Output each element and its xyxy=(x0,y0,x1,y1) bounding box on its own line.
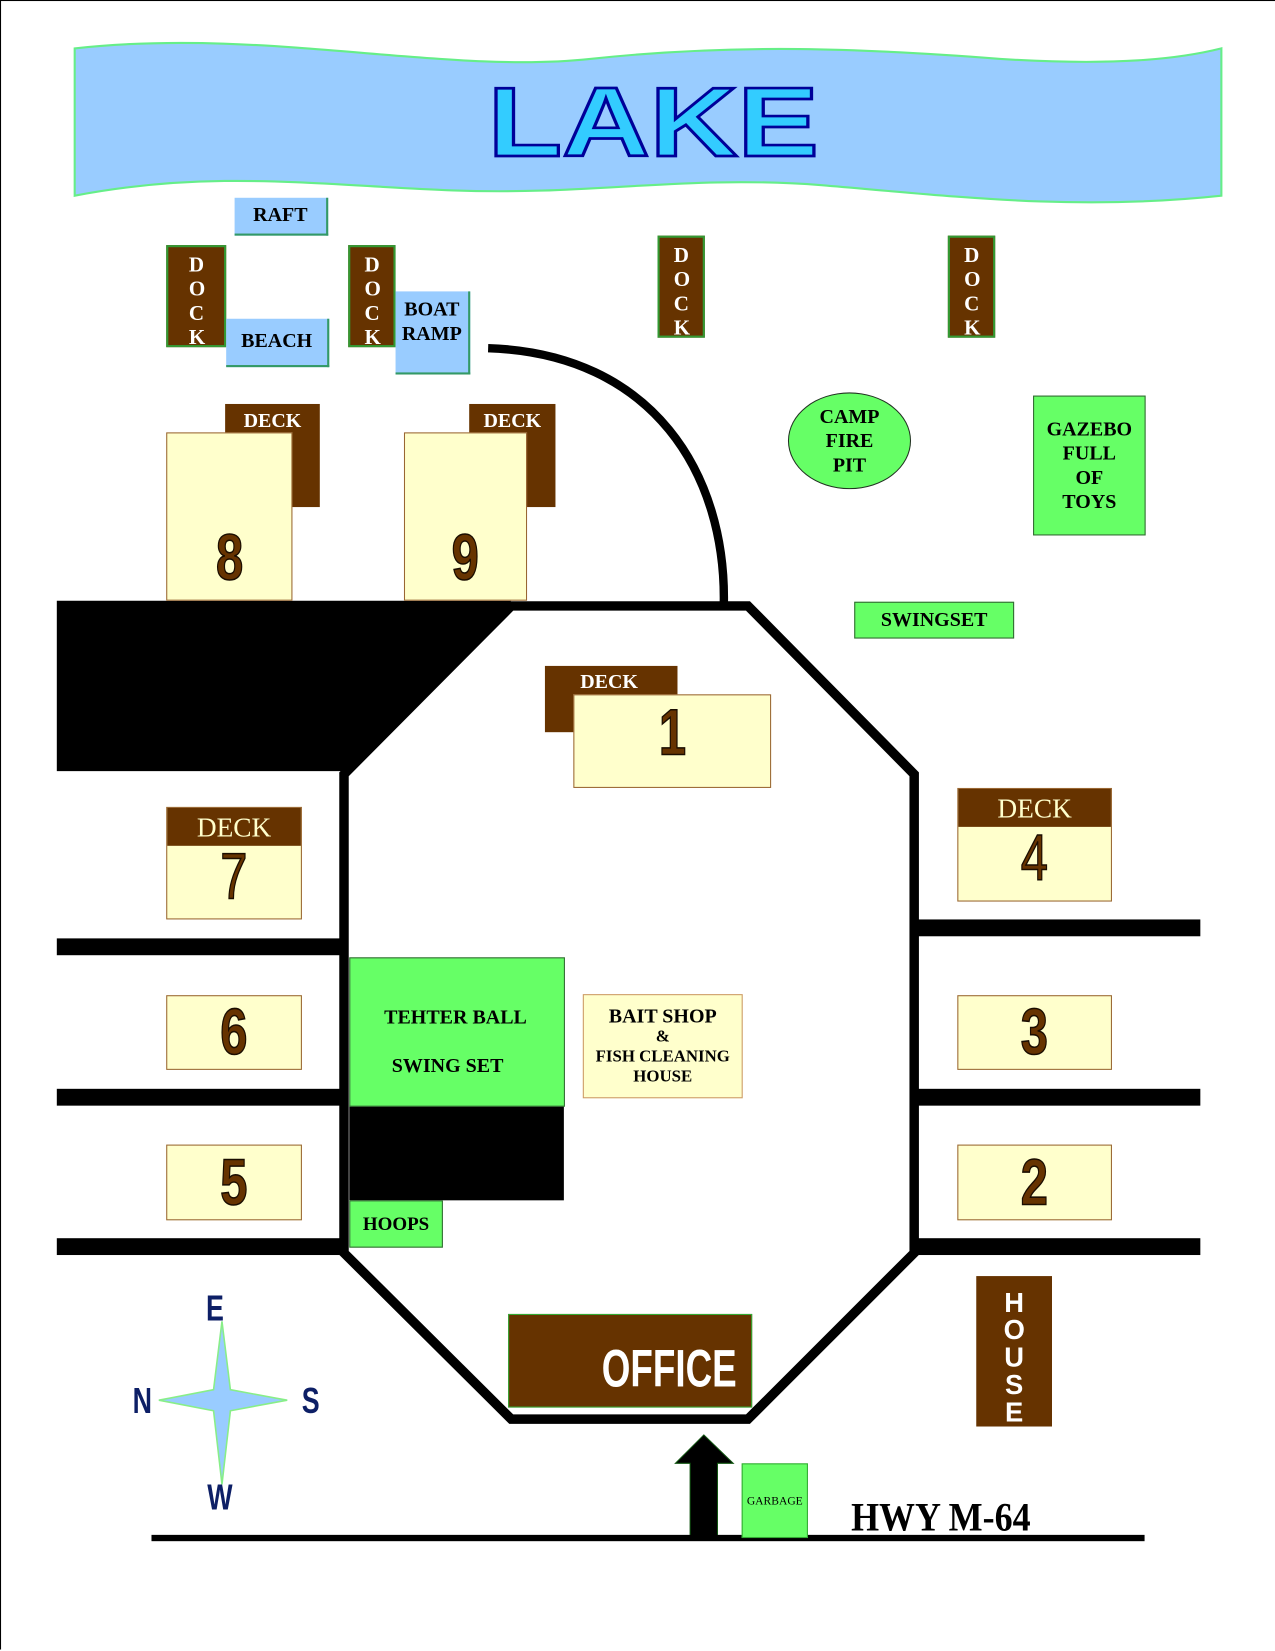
cabin-number: 8 xyxy=(215,521,243,595)
bait-shop-line: BAIT SHOP xyxy=(608,1005,717,1028)
cabin-4: DECK 4 xyxy=(957,787,1112,902)
swing-set-label: SWING SET xyxy=(391,1055,504,1078)
deck-label: DECK xyxy=(167,807,301,846)
loop-road xyxy=(339,601,919,1424)
highway-label: HWY M-64 xyxy=(851,1495,1031,1541)
fire-pit-line: PIT xyxy=(832,453,867,477)
dock-3: DOCK xyxy=(657,235,705,340)
beach: BEACH xyxy=(226,318,330,368)
road-left-1 xyxy=(56,938,345,956)
fire-pit-line: CAMP xyxy=(819,405,880,428)
bait-shop-line: FISH CLEANING xyxy=(595,1047,730,1066)
road-left-3 xyxy=(56,1238,345,1256)
compass-north: N xyxy=(132,1381,153,1422)
cabin-5: 5 xyxy=(166,1144,302,1221)
tether-ball-label: TEHTER BALL xyxy=(384,1006,527,1029)
cabin-7: DECK 7 xyxy=(166,806,302,920)
lake-water xyxy=(73,41,1223,204)
boat-ramp: BOAT RAMP xyxy=(395,291,471,375)
cabin-number: 9 xyxy=(451,521,480,595)
play-area-block xyxy=(349,1105,564,1201)
bait-shop: BAIT SHOP & FISH CLEANING HOUSE xyxy=(582,994,743,1099)
deck-label: DECK xyxy=(958,789,1111,827)
office-label: OFFICE xyxy=(601,1339,737,1399)
deck-label: DECK xyxy=(580,671,638,694)
compass-south: S xyxy=(301,1381,320,1422)
gazebo-line: GAZEBO xyxy=(1046,418,1133,441)
lake-title: LAKE xyxy=(488,68,819,177)
road-left-2 xyxy=(56,1088,345,1106)
cabin-6: 6 xyxy=(166,995,302,1070)
compass-east: E xyxy=(206,1288,224,1329)
dock-2: DOCK xyxy=(348,245,396,350)
entrance-arrow-icon xyxy=(674,1434,735,1538)
house: HOUSE xyxy=(976,1276,1052,1428)
dock-label: DOCK xyxy=(364,253,381,350)
road-right-2 xyxy=(914,1088,1201,1106)
gazebo-line: FULL xyxy=(1062,442,1117,465)
dock-4: DOCK xyxy=(947,235,996,340)
cabin-1: 1 xyxy=(573,694,772,788)
garbage: GARBAGE xyxy=(741,1463,808,1539)
deck-label: DECK xyxy=(483,410,542,433)
cabin-3: 3 xyxy=(957,995,1112,1070)
gazebo-line: TOYS xyxy=(1062,490,1117,513)
boat-ramp-road xyxy=(487,344,728,607)
cabin-number: 6 xyxy=(220,995,248,1069)
dock-1: DOCK xyxy=(166,245,227,350)
cabin-2: 2 xyxy=(957,1144,1112,1221)
hoops: HOOPS xyxy=(349,1200,443,1248)
compass-west: W xyxy=(207,1478,233,1519)
cabin-number: 3 xyxy=(1020,995,1049,1069)
dock-label: DOCK xyxy=(188,253,206,350)
cabin-9: 9 xyxy=(403,432,528,601)
boat-ramp-line: BOAT xyxy=(404,298,460,321)
gazebo-line: OF xyxy=(1075,466,1104,489)
deck-label: DECK xyxy=(243,410,302,433)
cabin-number: 2 xyxy=(1020,1145,1049,1219)
swingset: SWINGSET xyxy=(854,601,1015,639)
office: OFFICE xyxy=(508,1313,753,1408)
raft: RAFT xyxy=(234,197,329,236)
gazebo: GAZEBO FULL OF TOYS xyxy=(1033,395,1146,536)
highway-line xyxy=(151,1534,1145,1542)
road-right-1 xyxy=(914,919,1201,937)
cabin-number: 5 xyxy=(220,1145,248,1219)
compass-star-icon xyxy=(158,1321,288,1485)
parking-area xyxy=(56,600,512,772)
cabin-number: 7 xyxy=(220,840,248,914)
bait-shop-line: & xyxy=(655,1027,670,1046)
cabin-8: 8 xyxy=(166,432,293,601)
dock-label: DOCK xyxy=(673,244,691,340)
cabin-number: 1 xyxy=(658,696,686,770)
camp-fire-pit: CAMP FIRE PIT xyxy=(787,392,912,490)
road-right-3 xyxy=(914,1238,1201,1256)
bait-shop-line: HOUSE xyxy=(633,1067,693,1086)
boat-ramp-line: RAMP xyxy=(401,322,462,346)
house-label: HOUSE xyxy=(1003,1286,1025,1428)
tether-ball-swing-set: TEHTER BALL SWING SET xyxy=(349,957,565,1107)
fire-pit-line: FIRE xyxy=(825,429,874,452)
dock-label: DOCK xyxy=(964,244,981,340)
cabin-number: 4 xyxy=(1020,821,1049,895)
